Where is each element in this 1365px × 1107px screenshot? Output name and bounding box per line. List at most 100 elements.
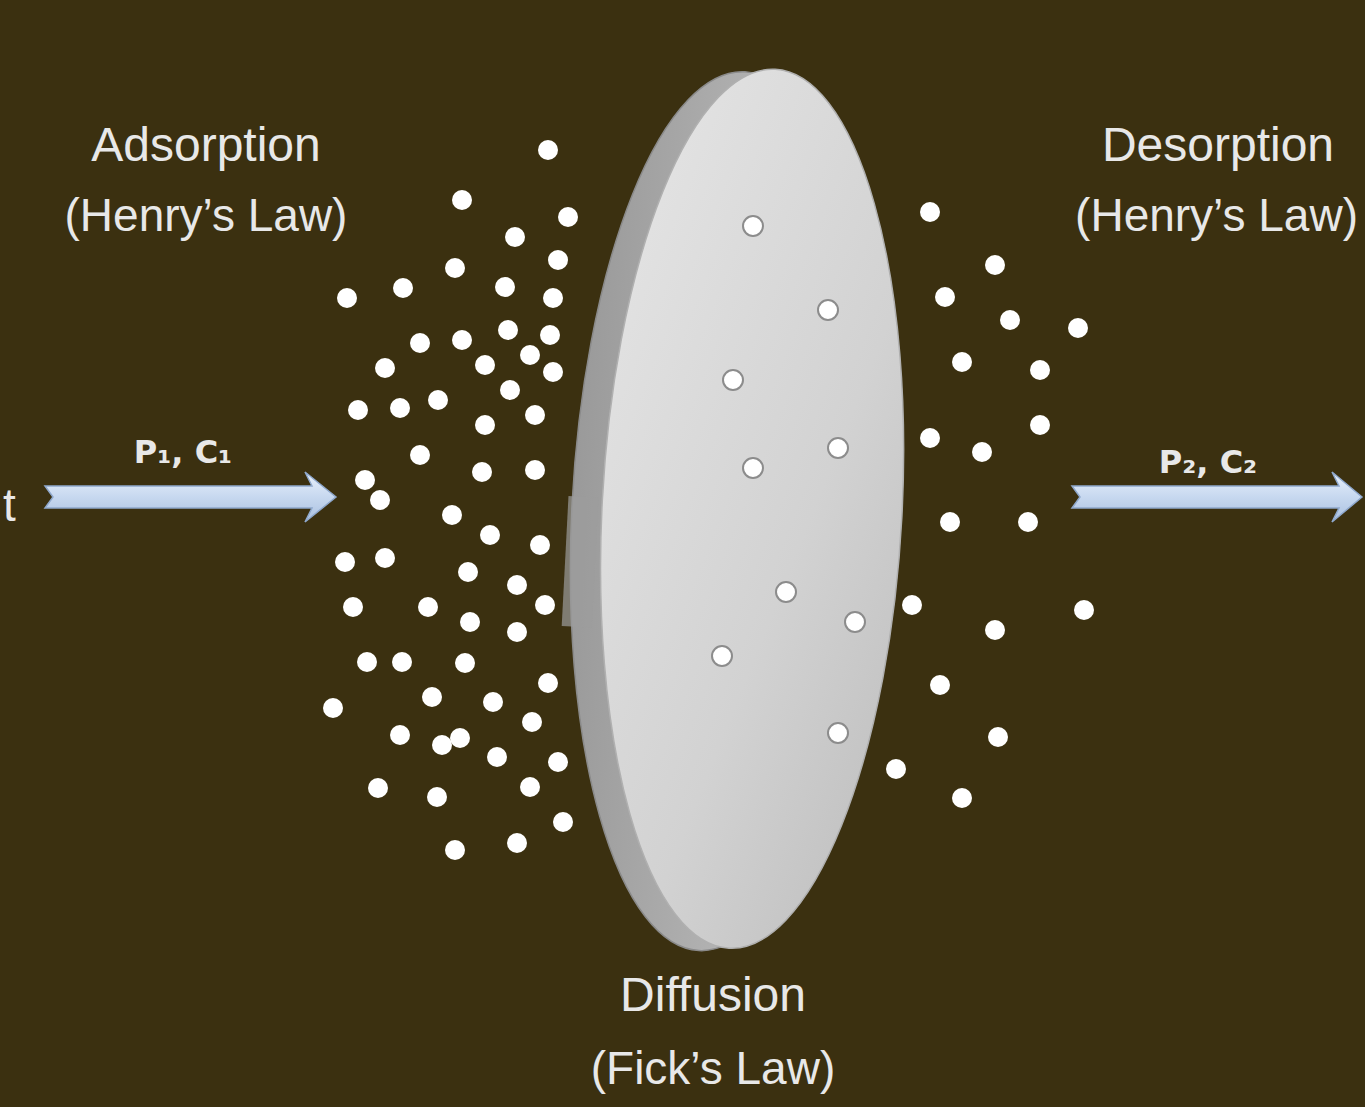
molecule [525,460,545,480]
molecule [522,712,542,732]
molecule [495,277,515,297]
molecule [538,140,558,160]
feed-molecules [323,140,578,860]
permeate-molecules [886,202,1094,808]
molecule [543,288,563,308]
molecule [1068,318,1088,338]
stream-condition: P₁, C₁ [134,434,232,471]
molecule [505,227,525,247]
molecule [475,355,495,375]
molecule [368,778,388,798]
molecule [370,490,390,510]
molecule [475,415,495,435]
molecule [1030,360,1050,380]
dissolved-molecules [712,216,865,743]
process-label: Adsorption [91,117,320,172]
membrane-face [579,61,925,955]
molecule [432,735,452,755]
molecule [375,358,395,378]
molecule [818,300,838,320]
molecule [442,505,462,525]
molecule [507,833,527,853]
molecule [507,622,527,642]
molecule [337,288,357,308]
molecule [520,777,540,797]
molecule [410,333,430,353]
molecule [828,723,848,743]
molecule [1000,310,1020,330]
molecule [548,752,568,772]
molecule [480,525,500,545]
molecule [1018,512,1038,532]
molecule [548,250,568,270]
molecule [428,390,448,410]
membrane-rim-band [562,496,599,627]
molecule [902,595,922,615]
molecule [828,438,848,458]
molecule [1074,600,1094,620]
molecule [543,362,563,382]
molecule [886,759,906,779]
molecule [452,190,472,210]
stream-condition: P₂, C₂ [1159,444,1257,481]
molecule [507,575,527,595]
molecule [375,548,395,568]
molecule [460,612,480,632]
molecule [743,458,763,478]
molecule [323,698,343,718]
molecule [776,582,796,602]
molecule [498,320,518,340]
process-label: Diffusion [620,967,806,1022]
molecule [985,255,1005,275]
stream-label: t [3,479,16,532]
molecule [343,597,363,617]
molecule [558,207,578,227]
membrane-disc [545,60,925,960]
law-label: (Henry’s Law) [65,189,348,242]
molecule [357,652,377,672]
law-label: (Fick’s Law) [591,1042,836,1095]
molecule [445,840,465,860]
molecule [455,653,475,673]
molecule [723,370,743,390]
molecule [445,258,465,278]
molecule [988,727,1008,747]
molecule [418,597,438,617]
molecule [743,216,763,236]
molecule [1030,415,1050,435]
molecule [972,442,992,462]
process-label: Desorption [1102,117,1334,172]
molecule [472,462,492,482]
molecule [920,202,940,222]
molecule [940,512,960,532]
molecule [390,398,410,418]
molecule [952,352,972,372]
molecule [390,725,410,745]
molecule [422,687,442,707]
molecule [355,470,375,490]
molecule [487,747,507,767]
molecule [458,562,478,582]
molecule [452,330,472,350]
molecule [335,552,355,572]
molecule [483,692,503,712]
molecule [525,405,545,425]
molecule [427,787,447,807]
molecule [930,675,950,695]
molecule [935,287,955,307]
molecule [920,428,940,448]
law-label: (Henry’s Law) [1075,189,1358,242]
molecule [520,345,540,365]
molecule [553,812,573,832]
molecule [540,325,560,345]
feed-arrow [45,472,336,522]
molecule [538,673,558,693]
molecule [845,612,865,632]
molecule [985,620,1005,640]
molecule [712,646,732,666]
molecule [392,652,412,672]
molecule [348,400,368,420]
molecule [500,380,520,400]
molecule [410,445,430,465]
molecule [535,595,555,615]
